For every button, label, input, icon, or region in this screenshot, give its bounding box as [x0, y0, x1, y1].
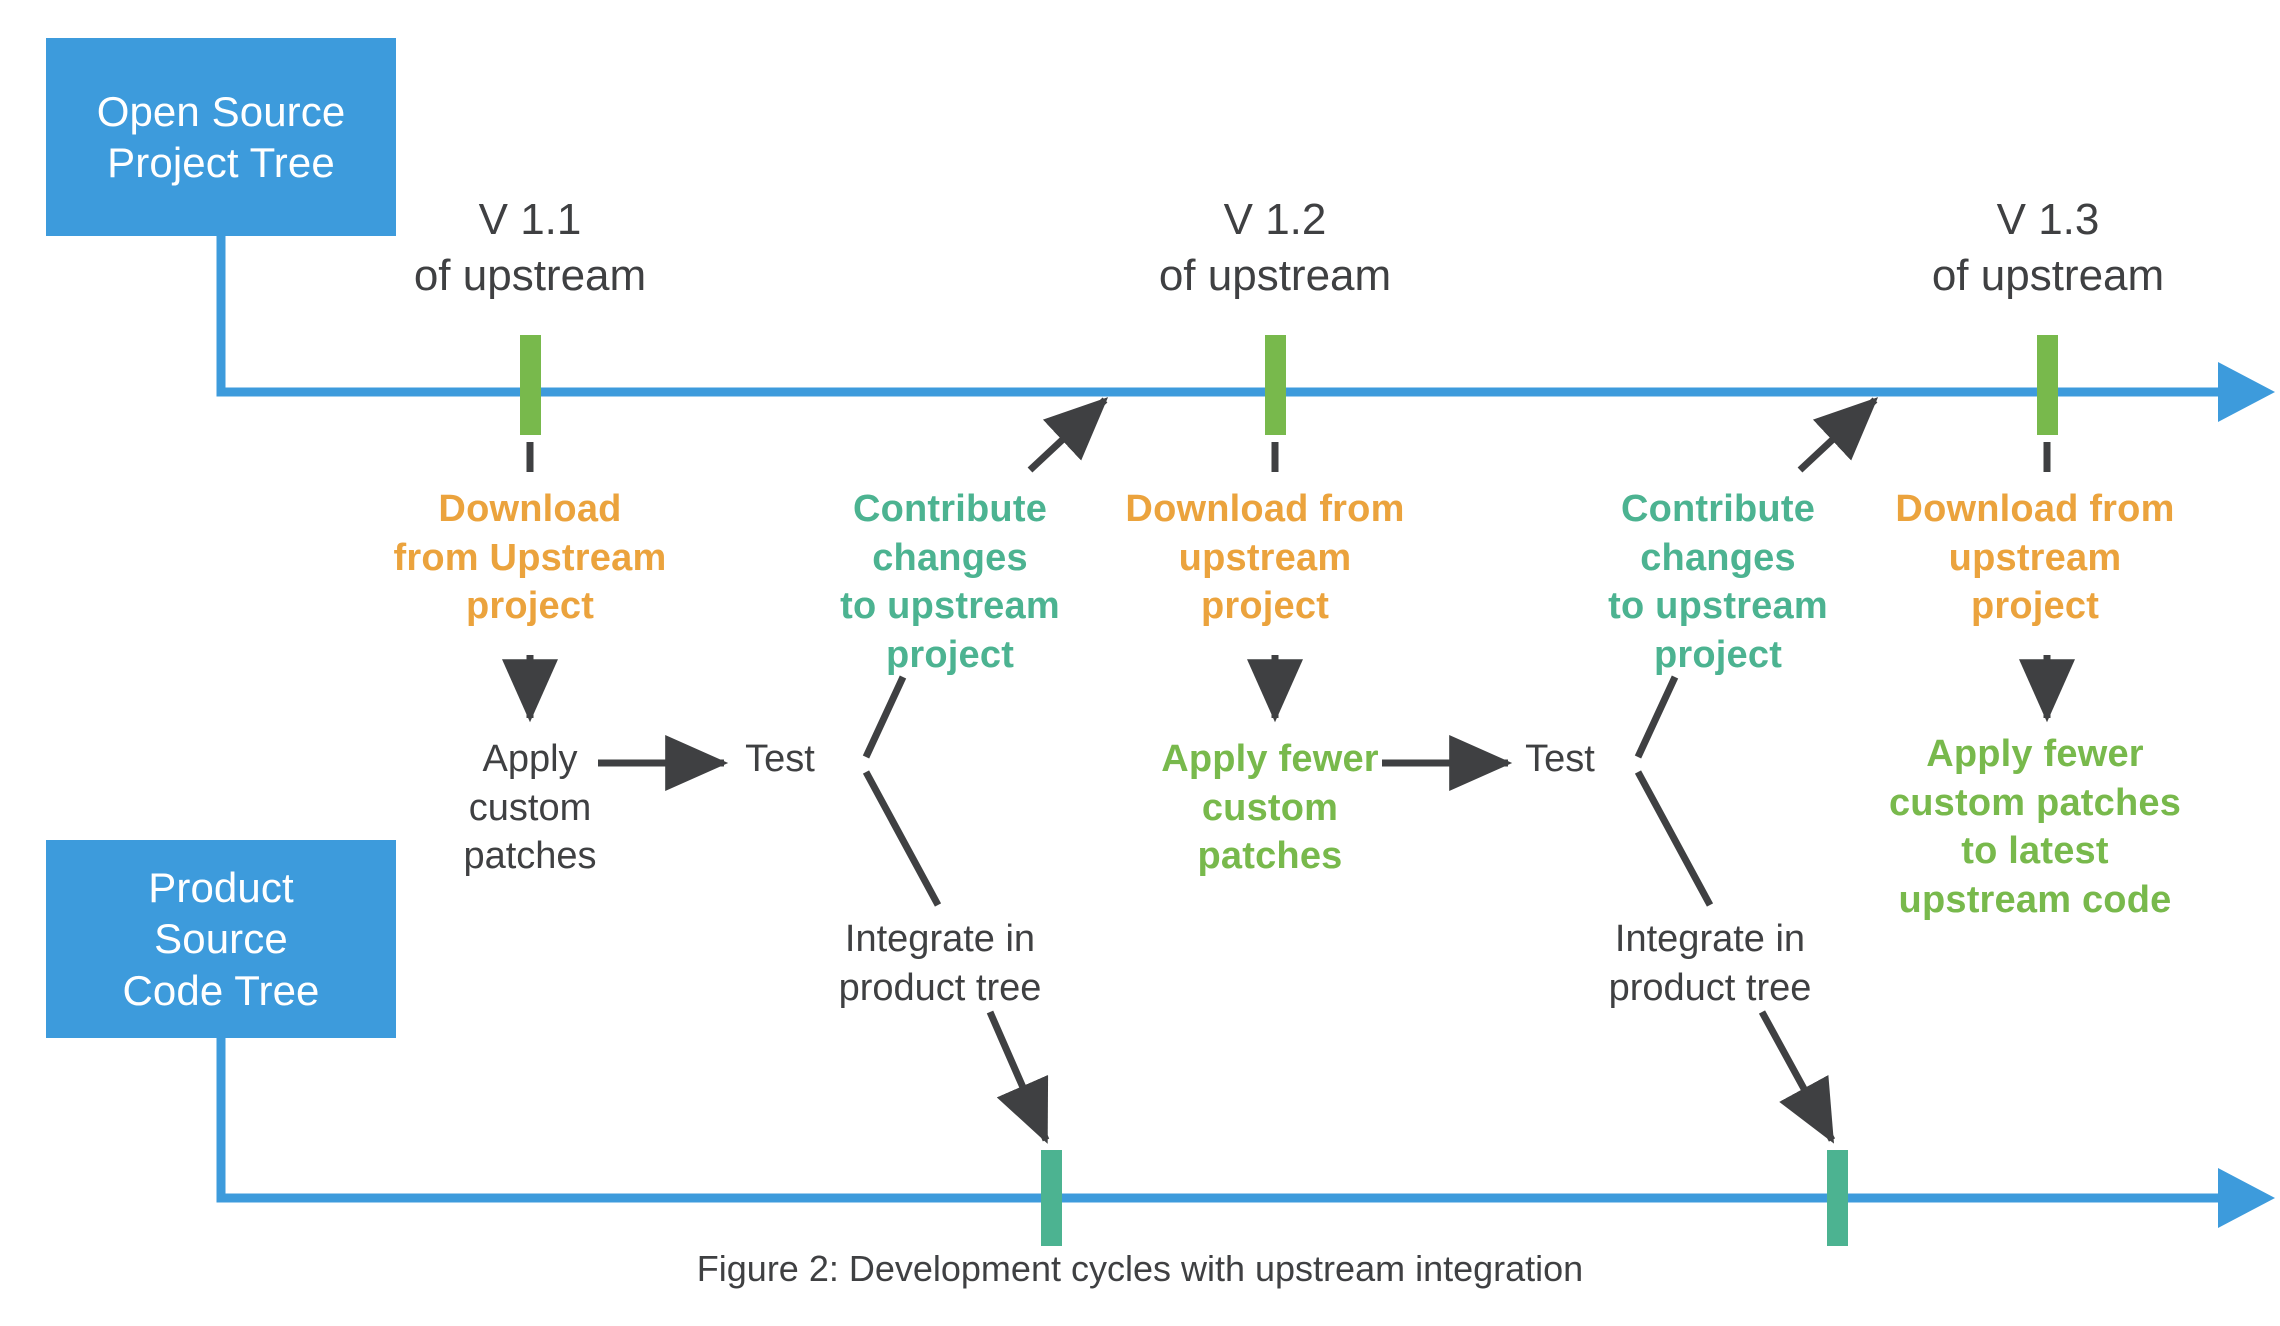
cycle-2-test-label: Test — [1525, 738, 1595, 780]
version-label-v1-1: V 1.1 of upstream — [413, 195, 647, 300]
tick-to-download-connectors — [526, 442, 2051, 478]
product-tick-2 — [1827, 1150, 1848, 1246]
cycle-1-contribute-label: Contribute changes to upstream project — [840, 488, 1060, 676]
cycle-2-apply-label: Apply fewer custom patches — [1161, 738, 1379, 878]
cycle-3-download-label: Download from upstream project — [1895, 488, 2175, 628]
cycle-2-contribute-label: Contribute changes to upstream project — [1608, 488, 1828, 676]
cycle-1-apply-label: Apply custom patches — [463, 738, 597, 878]
cycle-2-download-label: Download from upstream project — [1125, 488, 1405, 628]
cycle-1-test-label: Test — [745, 738, 815, 780]
upstream-tick-v1-2 — [1265, 335, 1286, 435]
open-source-project-tree-box: Open Source Project Tree — [46, 38, 396, 236]
product-source-code-tree-box: Product Source Code Tree — [46, 840, 396, 1038]
product-axis — [216, 1038, 2275, 1228]
upstream-tick-v1-3 — [2037, 335, 2058, 435]
figure-caption: Figure 2: Development cycles with upstre… — [696, 1248, 1584, 1289]
upstream-tick-v1-1 — [520, 335, 541, 435]
version-label-v1-3: V 1.3 of upstream — [1931, 195, 2165, 300]
cycle-1-integrate-label: Integrate in product tree — [838, 918, 1042, 1009]
version-label-v1-2: V 1.2 of upstream — [1158, 195, 1392, 300]
cycle-2-integrate-label: Integrate in product tree — [1608, 918, 1812, 1009]
cycle-3-apply-label: Apply fewer custom patches to latest ups… — [1888, 733, 2182, 921]
cycle-1-download-label: Download from Upstream project — [393, 488, 667, 628]
product-tick-1 — [1041, 1150, 1062, 1246]
